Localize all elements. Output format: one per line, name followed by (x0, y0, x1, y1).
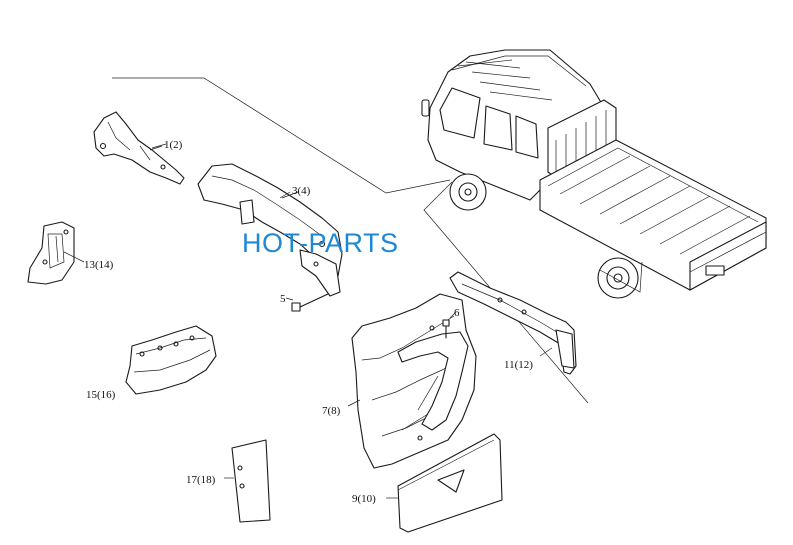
part-labels: 1(2) 3(4) 5 6 7(8) 9(10) 11(12) 13(14) 1… (84, 139, 533, 505)
label-part-6: 6 (454, 307, 460, 319)
part-15-mud-guard (125, 325, 217, 395)
label-part-7: 7(8) (322, 405, 341, 417)
label-part-1: 1(2) (164, 139, 183, 151)
label-part-3: 3(4) (292, 185, 311, 197)
truck-leader-lines (112, 77, 589, 404)
label-part-17: 17(18) (186, 474, 216, 486)
part-11-bracket (449, 271, 577, 375)
part-6-screw (442, 311, 457, 339)
label-leaders (149, 145, 361, 407)
part-13-bracket (27, 221, 85, 285)
part-5-bolt (285, 293, 329, 312)
label-part-11: 11(12) (504, 359, 533, 371)
label-part-15: 15(16) (86, 389, 116, 401)
label-part-5: 5 (280, 293, 286, 305)
part-1-bracket (93, 111, 185, 185)
watermark: HOT-PARTS (242, 228, 399, 258)
part-17-flap (224, 439, 271, 523)
truck-illustration (421, 49, 767, 299)
part-7-inner-fender (351, 293, 477, 469)
label-part-13: 13(14) (84, 259, 114, 271)
part-9-mud-flap (386, 433, 503, 533)
label-part-9: 9(10) (352, 493, 376, 505)
part-3-fender-apron (197, 163, 343, 297)
